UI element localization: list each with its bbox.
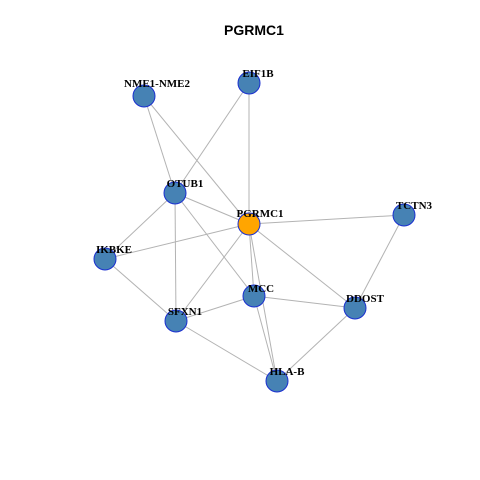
node-mcc <box>242 284 266 308</box>
edge-pgrmc1-mcc <box>248 223 255 297</box>
node-tctn3 <box>392 203 416 227</box>
edge-nme1-nme2-pgrmc1 <box>143 95 250 225</box>
edge-sfxn1-hla-b <box>175 320 278 382</box>
edge-otub1-sfxn1 <box>174 192 177 322</box>
node-label-pgrmc1: PGRMC1 <box>236 208 283 220</box>
edge-otub1-mcc <box>174 192 255 297</box>
node-otub1 <box>163 181 187 205</box>
node-sfxn1 <box>164 309 188 333</box>
edge-mcc-hla-b <box>253 295 278 382</box>
edge-pgrmc1-ikbke <box>104 223 250 260</box>
node-pgrmc1 <box>237 212 261 236</box>
edge-otub1-ikbke <box>104 192 176 260</box>
node-label-nme1-nme2: NME1-NME2 <box>124 78 190 90</box>
node-ddost <box>343 296 367 320</box>
edge-otub1-pgrmc1 <box>174 192 250 225</box>
edge-ikbke-sfxn1 <box>104 258 177 322</box>
node-hla-b <box>265 369 289 393</box>
edge-eif1b-otub1 <box>174 82 250 194</box>
node-nme1-nme2 <box>132 84 156 108</box>
node-eif1b <box>237 71 261 95</box>
node-label-otub1: OTUB1 <box>167 178 204 190</box>
node-label-tctn3: TCTN3 <box>396 200 433 212</box>
edge-mcc-sfxn1 <box>175 295 255 322</box>
node-ikbke <box>93 247 117 271</box>
edge-tctn3-ddost <box>354 214 405 309</box>
edge-pgrmc1-tctn3 <box>248 214 405 225</box>
edge-pgrmc1-sfxn1 <box>175 223 250 322</box>
node-label-eif1b: EIF1B <box>242 68 274 80</box>
edge-mcc-ddost <box>253 295 356 309</box>
graph-title: PGRMC1 <box>224 22 284 38</box>
node-label-hla-b: HLA-B <box>270 366 306 378</box>
edge-ddost-hla-b <box>276 307 356 382</box>
edge-pgrmc1-ddost <box>248 223 356 309</box>
node-label-ikbke: IKBKE <box>96 244 132 256</box>
node-layer <box>93 71 416 393</box>
node-label-ddost: DDOST <box>346 293 385 305</box>
edge-nme1-nme2-otub1 <box>143 95 176 194</box>
node-label-sfxn1: SFXN1 <box>168 306 202 318</box>
node-label-mcc: MCC <box>248 283 274 295</box>
